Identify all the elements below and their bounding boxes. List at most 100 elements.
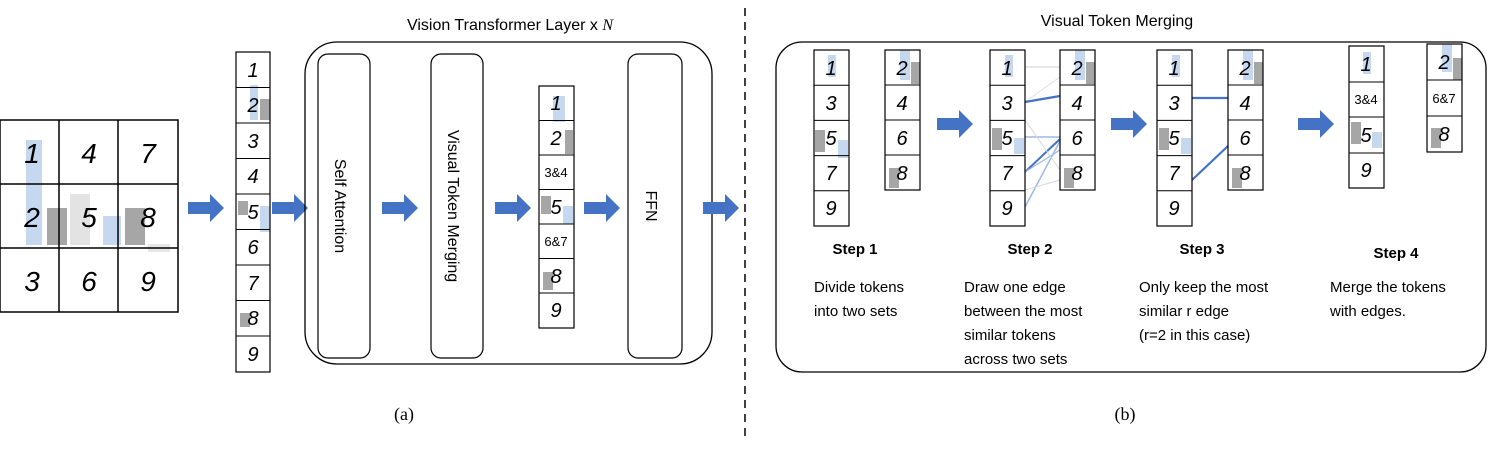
input-token-1: 1 xyxy=(247,60,258,82)
grid-token-2: 2 xyxy=(23,202,40,233)
step2-b-token-6: 6 xyxy=(1071,128,1083,150)
caption-b: (b) xyxy=(1115,404,1136,425)
merging-label: Visual Token Merging xyxy=(444,130,461,282)
step4-a-token-1: 1 xyxy=(1360,54,1371,76)
merged-token-9: 9 xyxy=(550,300,561,322)
input-token-7: 7 xyxy=(247,273,259,295)
step4-sets: 1 3&4 5 9 2 6&7 8 xyxy=(1348,43,1463,189)
arrow-attention-to-merging xyxy=(382,194,418,222)
step4-b-token-8: 8 xyxy=(1438,124,1449,146)
caption-a: (a) xyxy=(394,404,414,425)
step1-title: Step 1 xyxy=(832,241,877,258)
grid-token-8: 8 xyxy=(140,202,156,233)
self-attention-block xyxy=(317,53,371,359)
step2-sets: 1 3 5 7 9 2 4 6 8 xyxy=(989,49,1096,227)
step1-sets: 1 3 5 7 9 2 4 6 8 xyxy=(813,49,921,227)
step4-title: Step 4 xyxy=(1373,245,1419,262)
merged-token-6and7: 6&7 xyxy=(544,234,567,249)
arrow-grid-to-tokens xyxy=(188,194,224,222)
step1-a-token-1: 1 xyxy=(825,58,836,80)
arrow-merging-to-tokens xyxy=(495,194,531,222)
step2-line-3: similar tokens xyxy=(964,327,1056,344)
merged-token-3and4: 3&4 xyxy=(544,165,567,180)
step3-title: Step 3 xyxy=(1179,241,1224,258)
step2-b-token-8: 8 xyxy=(1071,163,1082,185)
step3-b-token-6: 6 xyxy=(1239,128,1251,150)
merging-block xyxy=(430,53,484,359)
grid-token-4: 4 xyxy=(81,138,97,169)
step1-b-token-6: 6 xyxy=(896,128,908,150)
input-token-9: 9 xyxy=(247,344,258,366)
arrow-step1-to-step2 xyxy=(937,110,973,138)
step3-line-2: similar r edge xyxy=(1139,303,1229,320)
step4-a-token-5: 5 xyxy=(1360,125,1372,147)
token-merging-title: Visual Token Merging xyxy=(1041,13,1193,30)
step4-b-token-2: 2 xyxy=(1437,52,1449,74)
grid-token-3: 3 xyxy=(24,266,40,297)
step3-a-token-5: 5 xyxy=(1168,128,1180,150)
step1-b-token-4: 4 xyxy=(896,93,907,115)
step4-a-token-3and4: 3&4 xyxy=(1354,92,1377,107)
step2-line-4: across two sets xyxy=(964,351,1067,368)
step3-a-token-3: 3 xyxy=(1168,93,1179,115)
step1-a-token-7: 7 xyxy=(825,163,837,185)
input-token-3: 3 xyxy=(247,131,258,153)
ffn-label: FFN xyxy=(642,190,659,221)
input-token-8: 8 xyxy=(247,308,258,330)
step3-b-token-2: 2 xyxy=(1238,58,1250,80)
step3-sets: 1 3 5 7 9 2 4 6 8 xyxy=(1156,49,1264,227)
self-attention-label: Self Attention xyxy=(331,159,348,253)
step1-line-1: Divide tokens xyxy=(814,279,904,296)
step2-line-2: between the most xyxy=(964,303,1083,320)
input-token-4: 4 xyxy=(247,166,258,188)
step1-a-token-9: 9 xyxy=(825,198,836,220)
grid-token-1: 1 xyxy=(24,138,40,169)
input-token-5: 5 xyxy=(247,202,259,224)
step3-a-token-7: 7 xyxy=(1168,163,1180,185)
step4-b-token-6and7: 6&7 xyxy=(1432,91,1455,106)
step1-b-token-8: 8 xyxy=(896,163,907,185)
step4-line-1: Merge the tokens xyxy=(1330,279,1446,296)
step1-line-2: into two sets xyxy=(814,303,897,320)
arrow-tokens-to-ffn xyxy=(584,194,620,222)
step3-line-1: Only keep the most xyxy=(1139,279,1269,296)
ffn-block xyxy=(627,53,683,359)
image-grid: 1 2 3 4 5 6 7 8 9 xyxy=(0,119,179,313)
grid-token-7: 7 xyxy=(140,138,157,169)
input-token-6: 6 xyxy=(247,237,259,259)
step2-title: Step 2 xyxy=(1007,241,1052,258)
step2-a-token-1: 1 xyxy=(1001,58,1012,80)
input-token-2: 2 xyxy=(246,95,258,117)
token-merging-box xyxy=(775,41,1487,373)
step2-a-token-3: 3 xyxy=(1001,93,1012,115)
arrow-layer-out xyxy=(703,194,739,222)
vit-layer-title: Vision Transformer Layer x N xyxy=(407,17,614,34)
merged-token-1: 1 xyxy=(550,93,561,115)
merged-token-column: 1 2 3&4 5 6&7 8 9 xyxy=(538,85,575,329)
step2-b-token-4: 4 xyxy=(1071,93,1082,115)
step3-a-token-9: 9 xyxy=(1168,198,1179,220)
input-token-column: 1 2 3 4 5 6 7 8 9 xyxy=(235,51,271,373)
grid-token-9: 9 xyxy=(140,266,156,297)
merged-token-2: 2 xyxy=(549,128,561,150)
step3-b-token-4: 4 xyxy=(1239,93,1250,115)
step3-b-token-8: 8 xyxy=(1239,163,1250,185)
arrow-tokens-to-layer xyxy=(272,194,308,222)
merged-token-5: 5 xyxy=(550,197,562,219)
grid-token-5: 5 xyxy=(81,202,97,233)
step1-a-token-3: 3 xyxy=(825,93,836,115)
step3-a-token-1: 1 xyxy=(1168,58,1179,80)
step2-a-token-9: 9 xyxy=(1001,198,1012,220)
step2-line-1: Draw one edge xyxy=(964,279,1066,296)
step2-b-token-2: 2 xyxy=(1070,58,1082,80)
merged-token-8: 8 xyxy=(550,266,561,288)
step1-b-token-2: 2 xyxy=(895,58,907,80)
step2-a-token-7: 7 xyxy=(1001,163,1013,185)
step3-line-3: (r=2 in this case) xyxy=(1139,327,1250,344)
grid-token-6: 6 xyxy=(81,266,97,297)
step1-a-token-5: 5 xyxy=(825,128,837,150)
arrow-step2-to-step3 xyxy=(1111,110,1147,138)
step2-a-token-5: 5 xyxy=(1001,128,1013,150)
